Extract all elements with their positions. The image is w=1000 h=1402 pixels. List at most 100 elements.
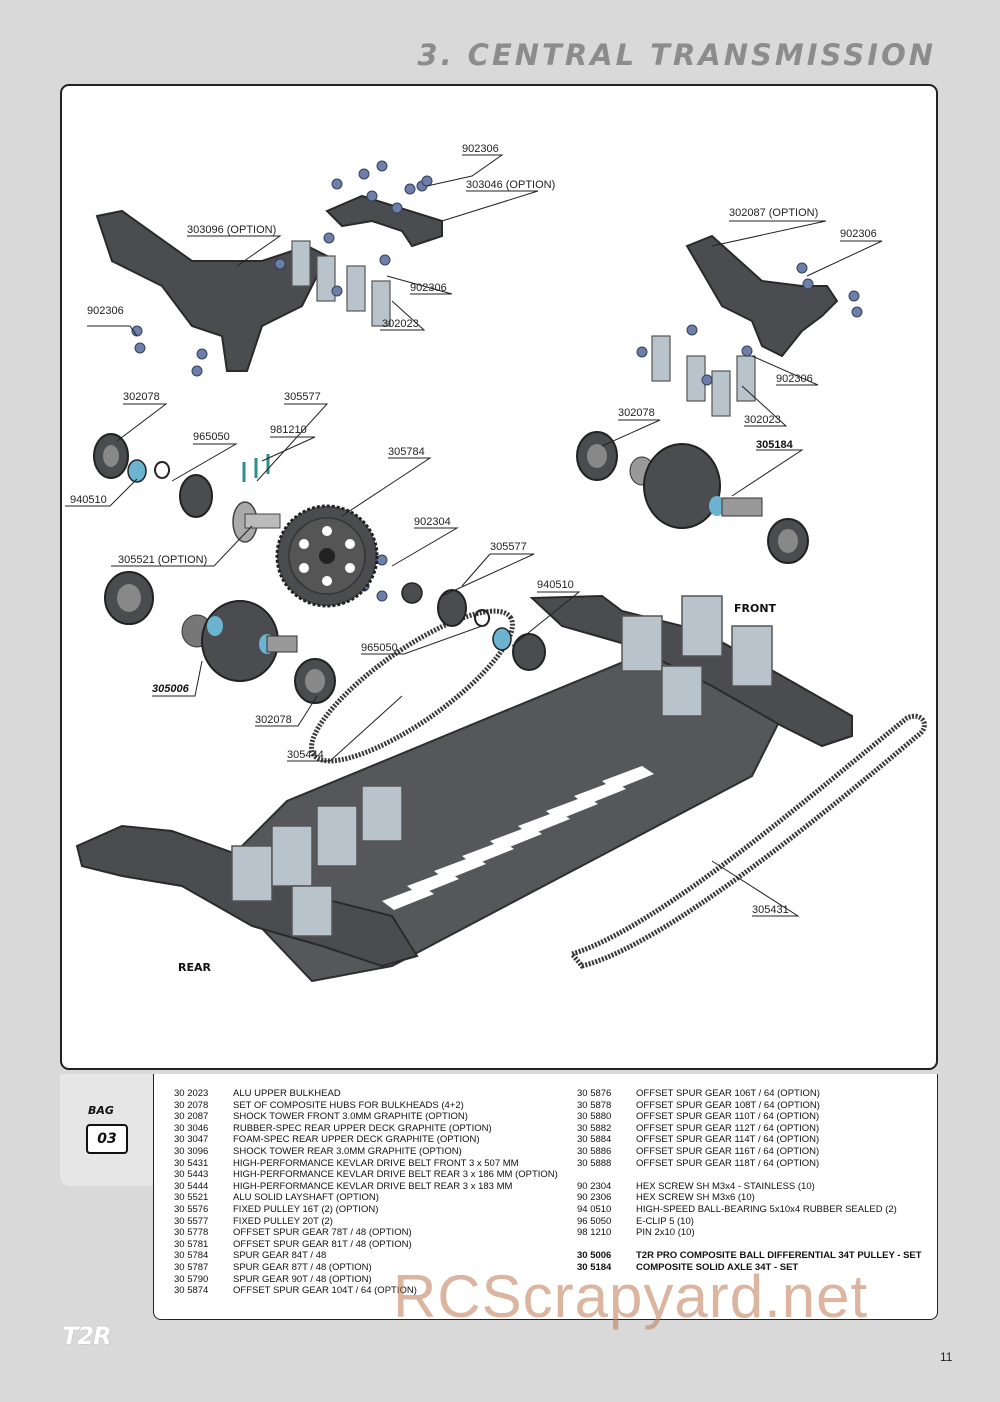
parts-list-row: 30 5882 OFFSET SPUR GEAR 112T / 64 (OPTIO…: [577, 1123, 922, 1135]
callout-label: 902306: [840, 228, 877, 240]
upper-bulkheads: [291, 240, 756, 417]
part-code: 30 5787: [174, 1261, 209, 1273]
part-code: 30 5878: [577, 1099, 612, 1111]
rear-drive-belt: [309, 608, 515, 764]
part-code: 30 5784: [174, 1250, 209, 1262]
part-code: 30 3046: [174, 1122, 209, 1134]
callout-label: 305521 (OPTION): [118, 554, 207, 566]
front-marker: FRONT: [734, 602, 777, 615]
part-code: 30 5778: [174, 1227, 209, 1239]
callout-label: 302078: [123, 391, 160, 403]
part-code: 30 5888: [577, 1157, 612, 1169]
callout-label: 303096 (OPTION): [187, 224, 276, 236]
parts-list-row: 30 5781 OFFSET SPUR GEAR 81T / 48 (OPTION…: [174, 1239, 558, 1251]
callout-label: 965050: [361, 642, 398, 654]
leader-lines: [65, 154, 883, 917]
parts-list-row: 30 5778 OFFSET SPUR GEAR 78T / 48 (OPTION…: [174, 1227, 558, 1239]
callout-label: 940510: [537, 579, 574, 591]
rear-composite-hub-upper: [93, 433, 129, 479]
callout-label: 902306: [462, 143, 499, 155]
layshaft: [232, 501, 281, 543]
bag-label: BAG: [88, 1104, 114, 1117]
part-description: HIGH-PERFORMANCE KEVLAR DRIVE BELT REAR …: [233, 1169, 558, 1181]
exploded-diagram-panel: 902306 303046 (OPTION) 303096 (OPTION) 9…: [60, 84, 938, 1070]
part-description: PIN 2x10 (10): [636, 1227, 695, 1239]
part-code: 30 5884: [577, 1134, 612, 1146]
part-code: 30 3047: [174, 1134, 209, 1146]
part-code: 90 2304: [577, 1180, 612, 1192]
part-code: 30 5882: [577, 1122, 612, 1134]
part-code: 30 5781: [174, 1238, 209, 1250]
part-description: OFFSET SPUR GEAR 118T / 64 (OPTION): [636, 1157, 820, 1169]
lower-bearing-and-hub: [474, 609, 546, 671]
part-description: OFFSET SPUR GEAR 108T / 64 (OPTION): [636, 1099, 820, 1111]
rear-bulkheads: [231, 785, 403, 937]
callout-label: 305444: [287, 749, 324, 761]
part-description: SPUR GEAR 90T / 48 (OPTION): [233, 1273, 372, 1285]
bag-number: 03: [86, 1124, 128, 1154]
callout-label: 305577: [284, 391, 321, 403]
part-description: HIGH-PERFORMANCE KEVLAR DRIVE BELT FRONT…: [233, 1157, 519, 1169]
spur-gear: [275, 504, 379, 608]
callout-label: 302078: [618, 407, 655, 419]
part-code: 30 5880: [577, 1111, 612, 1123]
page-number: 11: [940, 1350, 953, 1364]
part-code: 30 5431: [174, 1157, 209, 1169]
part-code: 90 2306: [577, 1192, 612, 1204]
front-shock-tower: [685, 234, 839, 358]
callout-label: 305184: [756, 439, 794, 451]
part-description: E-CLIP 5 (10): [636, 1215, 694, 1227]
part-description: OFFSET SPUR GEAR 110T / 64 (OPTION): [636, 1111, 820, 1123]
part-description: FIXED PULLEY 16T (2) (OPTION): [233, 1203, 379, 1215]
part-description: OFFSET SPUR GEAR 106T / 64 (OPTION): [636, 1088, 820, 1099]
part-code: 30 2078: [174, 1099, 209, 1111]
parts-list-row: 30 5880 OFFSET SPUR GEAR 110T / 64 (OPTIO…: [577, 1111, 922, 1123]
callout-label: 303046 (OPTION): [466, 179, 555, 191]
front-bulkheads: [621, 595, 773, 717]
pulley-upper: [179, 474, 213, 518]
part-description: SHOCK TOWER REAR 3.0MM GRAPHITE (OPTION): [233, 1145, 462, 1157]
parts-list-row: 30 3046 RUBBER-SPEC REAR UPPER DECK GRAPH…: [174, 1123, 558, 1135]
part-description: SHOCK TOWER FRONT 3.0MM GRAPHITE (OPTION…: [233, 1111, 468, 1123]
part-code: 30 5874: [174, 1285, 209, 1297]
parts-list-row: 30 5431 HIGH-PERFORMANCE KEVLAR DRIVE BEL…: [174, 1158, 558, 1170]
part-description: FIXED PULLEY 20T (2): [233, 1215, 333, 1227]
part-code: 30 2087: [174, 1111, 209, 1123]
part-code: 96 5050: [577, 1215, 612, 1227]
part-description: OFFSET SPUR GEAR 78T / 48 (OPTION): [233, 1227, 412, 1239]
rear-marker: REAR: [178, 961, 211, 974]
part-description: OFFSET SPUR GEAR 81T / 48 (OPTION): [233, 1238, 412, 1250]
part-description: OFFSET SPUR GEAR 112T / 64 (OPTION): [636, 1122, 820, 1134]
chassis-plate: [210, 644, 784, 983]
callout-label: 902306: [410, 282, 447, 294]
part-description: T2R PRO COMPOSITE BALL DIFFERENTIAL 34T …: [636, 1250, 922, 1262]
part-description: RUBBER-SPEC REAR UPPER DECK GRAPHITE (OP…: [233, 1122, 492, 1134]
parts-list-spacer: [577, 1239, 922, 1251]
part-description: HIGH-PERFORMANCE KEVLAR DRIVE BELT REAR …: [233, 1180, 513, 1192]
part-code: 94 0510: [577, 1203, 612, 1215]
bag-tab: BAG 03: [60, 1074, 162, 1186]
part-description: COMPOSITE SOLID AXLE 34T - SET: [636, 1261, 799, 1273]
part-code: 30 5444: [174, 1180, 209, 1192]
callout-label: 902304: [414, 516, 451, 528]
part-code: 30 5184: [577, 1261, 612, 1273]
parts-list-row: 30 5888 OFFSET SPUR GEAR 118T / 64 (OPTIO…: [577, 1158, 922, 1170]
part-description: HEX SCREW SH M3x6 (10): [636, 1192, 755, 1204]
brand-logo: T2R: [62, 1322, 112, 1350]
part-description: OFFSET SPUR GEAR 116T / 64 (OPTION): [636, 1145, 820, 1157]
part-description: SET OF COMPOSITE HUBS FOR BULKHEADS (4+2…: [233, 1099, 464, 1111]
part-code: 30 2023: [174, 1088, 209, 1099]
callout-label: 965050: [193, 431, 230, 443]
